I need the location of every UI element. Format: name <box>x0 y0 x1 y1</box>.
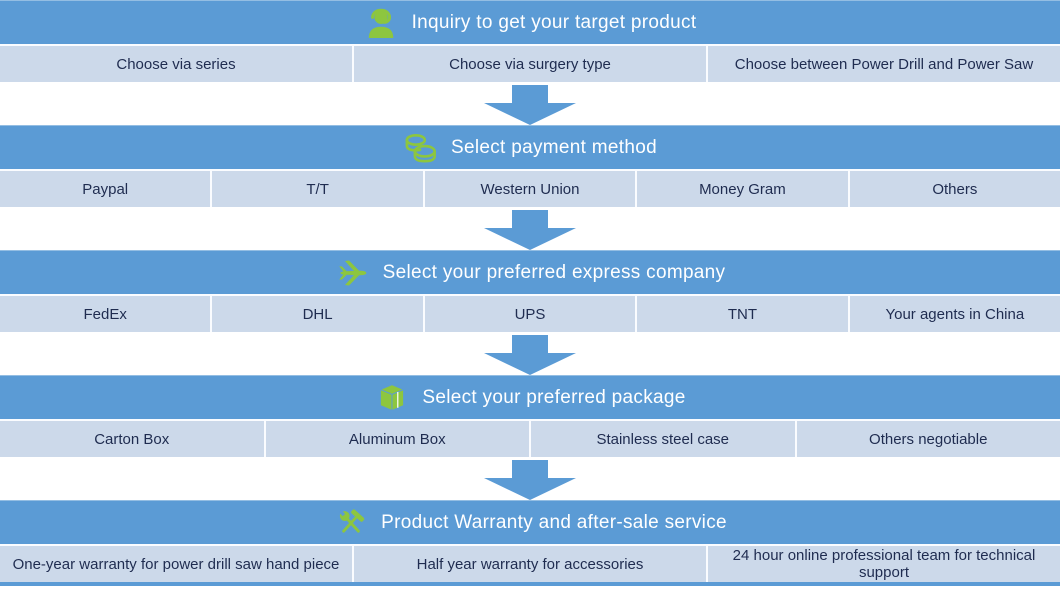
option-cell: Choose via series <box>116 55 236 73</box>
flow-step-warranty: Product Warranty and after-sale service … <box>0 500 1060 582</box>
option-cell: Others negotiable <box>794 421 1060 457</box>
option-row: FedEx DHL UPS TNT Your agents in China <box>0 294 1060 332</box>
down-arrow-icon <box>484 460 576 500</box>
option-cell: Western Union <box>422 171 635 207</box>
flow-step-inquiry: Inquiry to get your target product Choos… <box>0 0 1060 82</box>
flow-arrow <box>0 82 1060 125</box>
option-row: Paypal T/T Western Union Money Gram Othe… <box>0 169 1060 207</box>
step-header: Select your preferred express company <box>0 250 1060 294</box>
option-cell: UPS <box>422 296 635 332</box>
flow-step-payment: Select payment method Paypal T/T Western… <box>0 125 1060 207</box>
step-header: Inquiry to get your target product <box>0 0 1060 44</box>
step-title: Select payment method <box>451 136 657 158</box>
tools-icon <box>333 506 369 540</box>
option-cell: Paypal <box>82 180 129 198</box>
option-cell: 24 hour online professional team for tec… <box>706 546 1060 582</box>
flow-step-express: Select your preferred express company Fe… <box>0 250 1060 332</box>
option-cell: T/T <box>210 171 422 207</box>
step-title: Select your preferred express company <box>382 261 726 283</box>
option-cell: Aluminum Box <box>263 421 530 457</box>
step-header: Select payment method <box>0 125 1060 169</box>
step-title: Product Warranty and after-sale service <box>381 511 727 533</box>
option-cell: Your agents in China <box>847 296 1060 332</box>
option-cell: Choose between Power Drill and Power Saw <box>706 46 1060 82</box>
option-cell: One-year warranty for power drill saw ha… <box>12 555 340 573</box>
flow-arrow <box>0 332 1060 375</box>
down-arrow-icon <box>484 85 576 125</box>
down-arrow-icon <box>484 335 576 375</box>
option-cell: Money Gram <box>635 171 847 207</box>
flow-arrow <box>0 457 1060 500</box>
option-cell: DHL <box>210 296 422 332</box>
option-row: Choose via series Choose via surgery typ… <box>0 44 1060 82</box>
support-agent-icon <box>364 6 400 40</box>
option-cell: Carton Box <box>94 430 170 448</box>
flow-step-package: Select your preferred package Carton Box… <box>0 375 1060 457</box>
option-cell: Half year warranty for accessories <box>352 546 706 582</box>
option-cell: Choose via surgery type <box>352 46 706 82</box>
down-arrow-icon <box>484 210 576 250</box>
option-cell: TNT <box>635 296 847 332</box>
option-cell: FedEx <box>83 305 127 323</box>
step-header: Product Warranty and after-sale service <box>0 500 1060 544</box>
option-row: Carton Box Aluminum Box Stainless steel … <box>0 419 1060 457</box>
step-title: Select your preferred package <box>422 386 686 408</box>
option-row: One-year warranty for power drill saw ha… <box>0 544 1060 582</box>
flow-arrow <box>0 207 1060 250</box>
step-title: Inquiry to get your target product <box>411 11 697 33</box>
step-header: Select your preferred package <box>0 375 1060 419</box>
coins-icon <box>403 131 439 165</box>
airplane-icon <box>335 256 371 290</box>
package-box-icon <box>374 381 410 415</box>
bottom-border <box>0 582 1060 586</box>
option-cell: Others <box>847 171 1060 207</box>
option-cell: Stainless steel case <box>529 421 795 457</box>
